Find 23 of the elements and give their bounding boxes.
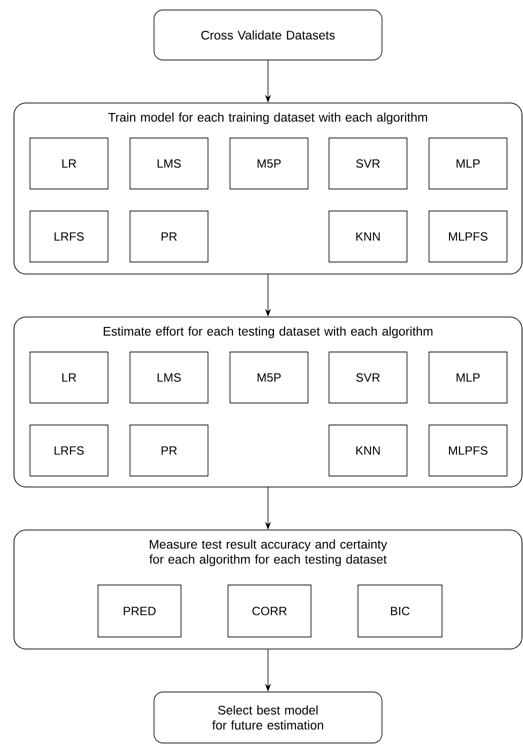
algorithm-box: LR (30, 352, 108, 404)
algorithm-box: LRFS (30, 210, 108, 262)
algorithm-box: KNN (328, 210, 408, 262)
algorithm-box: KNN (328, 424, 408, 476)
algorithm-box: LR (30, 138, 108, 190)
algorithm-box: PR (130, 210, 208, 262)
algorithm-box: MLPFS (428, 210, 508, 262)
process-box: Cross Validate Datasets (154, 10, 382, 60)
algorithm-box: LMS (130, 352, 208, 404)
algorithm-box: LMS (130, 138, 208, 190)
algorithm-box: MLP (428, 352, 508, 404)
process-box: Select best model for future estimation (154, 692, 382, 744)
algorithm-box: BIC (358, 584, 442, 638)
algorithm-box: SVR (328, 352, 408, 404)
algorithm-box: M5P (230, 138, 308, 190)
algorithm-box: MLP (428, 138, 508, 190)
algorithm-box: M5P (230, 352, 308, 404)
algorithm-box: PR (130, 424, 208, 476)
algorithm-box: MLPFS (428, 424, 508, 476)
algorithm-box: SVR (328, 138, 408, 190)
algorithm-box: PRED (98, 584, 182, 638)
algorithm-box: CORR (228, 584, 312, 638)
algorithm-box: LRFS (30, 424, 108, 476)
